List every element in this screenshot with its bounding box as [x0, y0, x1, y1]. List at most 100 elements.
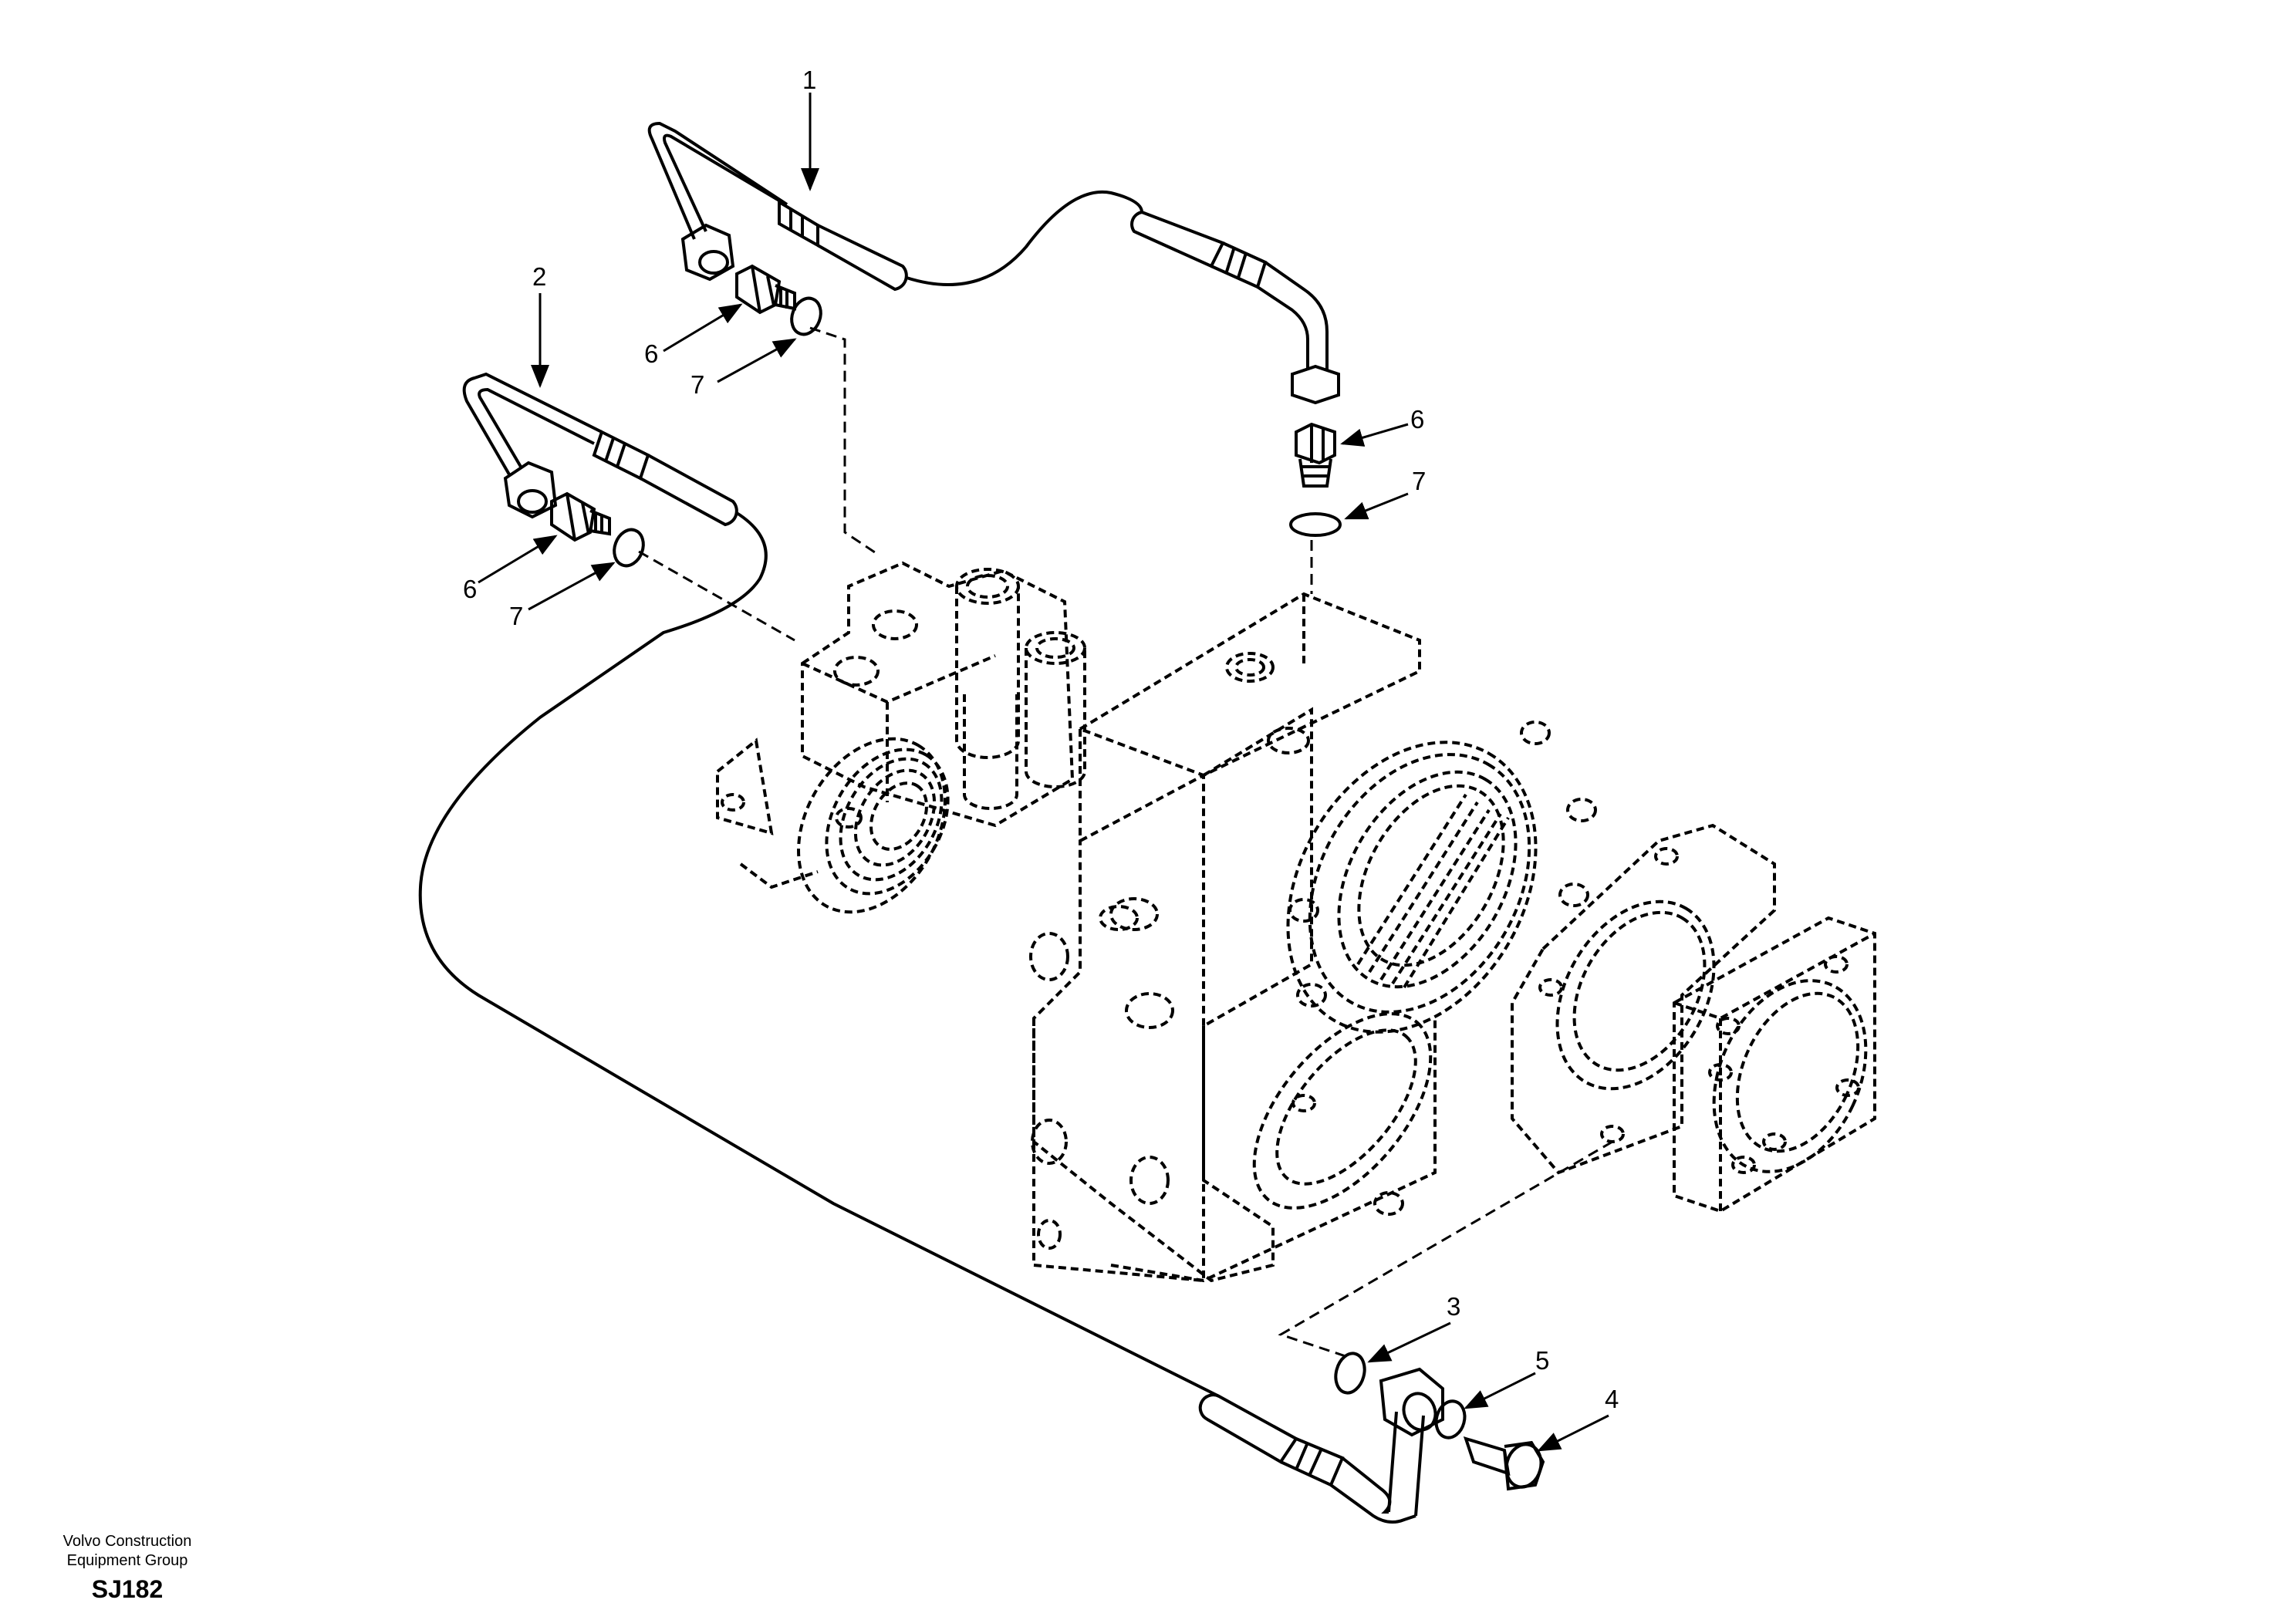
lower-housing-inner	[1275, 1028, 1417, 1186]
company-name-line1: Volvo Construction	[62, 1533, 192, 1550]
guide-line-bottom	[1278, 1140, 1613, 1359]
assembly-guide-lines	[638, 326, 1613, 1359]
adapter-fitting-6c	[1295, 422, 1336, 465]
callout-6b: 6	[463, 575, 477, 603]
adapter-fitting-6a	[735, 264, 782, 315]
leader-5	[1464, 1372, 1536, 1409]
pump-top-block	[1076, 592, 1421, 778]
left-flange-ring	[839, 757, 944, 882]
flange-bolt	[1373, 1191, 1404, 1216]
bolt-bore	[1225, 652, 1275, 683]
hose1-right-bent-tube	[1256, 261, 1329, 370]
pump-top-block-edge	[1079, 594, 1305, 841]
hose1-ferrule	[778, 199, 819, 248]
leader-3	[1367, 1321, 1451, 1363]
pump-assembly	[716, 561, 1876, 1283]
control-block-edge	[802, 654, 996, 802]
left-flange-ring	[853, 768, 937, 867]
pump-main-block	[1032, 772, 1275, 1283]
o-ring-7b	[613, 528, 645, 568]
hose2-nut	[503, 461, 558, 519]
outlet-ring	[1572, 910, 1707, 1072]
bolt-bore	[1037, 1219, 1062, 1250]
flange-bolt	[1654, 847, 1679, 866]
bolt-bore	[1109, 897, 1159, 931]
control-port	[833, 656, 880, 687]
o-ring-3	[1334, 1352, 1366, 1395]
left-flange-ears	[716, 737, 819, 889]
square-flange-bore	[1712, 979, 1868, 1173]
company-name-line2: Equipment Group	[66, 1552, 188, 1569]
lower-housing	[1252, 1012, 1433, 1210]
bolt-bore	[1129, 1156, 1170, 1205]
control-port	[835, 807, 863, 829]
pump-lower-block	[1032, 1018, 1205, 1283]
hose2-bottom-sleeve	[1198, 1393, 1298, 1464]
callout-4: 4	[1605, 1385, 1619, 1413]
valve-cylinder-top-inner	[966, 574, 1009, 599]
company-name: Volvo Construction Equipment Group	[31, 1532, 224, 1571]
outlet-ring	[1555, 899, 1716, 1091]
control-block	[801, 561, 1075, 828]
square-flange-edge	[1673, 932, 1876, 1211]
bolt-bore	[1029, 932, 1069, 981]
pump-bottom-edge	[1110, 1018, 1437, 1283]
callout-7a: 7	[690, 370, 704, 399]
bolt-bore	[1099, 905, 1139, 931]
banjo-bore	[1402, 1392, 1437, 1432]
hose1-right-nut	[1291, 364, 1340, 405]
hose2-bottom-ferrule	[1280, 1437, 1345, 1487]
valve-cylinder-top-inner	[1035, 637, 1075, 659]
control-port	[872, 609, 918, 640]
bolt-bore	[1031, 1119, 1068, 1165]
callout-6c: 6	[1410, 405, 1424, 434]
leader-7a	[717, 338, 797, 383]
callout-7c: 7	[1412, 467, 1426, 495]
hose-assembly-2	[418, 372, 1444, 1524]
callout-6a: 6	[644, 339, 658, 368]
flange-bolt	[1288, 898, 1319, 923]
hose2-flex-run	[418, 511, 1220, 1398]
flange-bolt	[1731, 1156, 1756, 1174]
right-flange-outer2	[1308, 753, 1531, 1014]
fittings	[550, 264, 1545, 1491]
callout-leaders	[478, 93, 1609, 1452]
banjo-bolt-4-head	[1504, 1443, 1543, 1489]
banjo-fitting	[1379, 1367, 1444, 1437]
o-ring-7a	[790, 296, 822, 336]
flange-bolt	[1520, 721, 1551, 745]
outlet-housing	[1511, 823, 1776, 1175]
hose1-nut	[680, 223, 735, 282]
flange-bolt	[1835, 1078, 1860, 1097]
hose1-flex-run	[906, 190, 1143, 286]
right-flange-spline	[1356, 793, 1510, 989]
right-flange-face-inner	[1357, 784, 1505, 967]
flange-bolt	[1538, 978, 1563, 997]
leader-6c	[1340, 423, 1409, 447]
bolt-bore	[1234, 658, 1265, 677]
hose2-banjo-tube	[1387, 1411, 1425, 1517]
hose1-right-ferrule	[1210, 241, 1268, 289]
flange-bolt	[1566, 798, 1597, 822]
flange-bolt	[721, 793, 745, 812]
square-flange	[1673, 916, 1876, 1213]
flange-bolt	[1296, 983, 1327, 1007]
leader-6b	[478, 535, 558, 584]
leader-4	[1537, 1414, 1609, 1452]
flange-bolt	[1292, 1094, 1316, 1112]
callout-3: 3	[1447, 1292, 1460, 1321]
leader-7c	[1344, 492, 1409, 520]
hose-assembly-1	[647, 121, 1340, 405]
o-ring-7c	[1289, 512, 1342, 537]
bolt-bore	[1267, 727, 1310, 754]
left-flange-ring	[825, 748, 950, 896]
left-flange-ring	[869, 781, 929, 851]
hose2-nut-bore	[517, 489, 548, 514]
guide-line-hose1	[809, 326, 880, 557]
flange-bolt	[1824, 955, 1849, 974]
hose2-bent-tube	[462, 372, 603, 476]
valve-cylinder-top	[955, 568, 1020, 605]
guide-line-hose2	[638, 550, 795, 642]
valve-cylinder	[1025, 648, 1086, 788]
